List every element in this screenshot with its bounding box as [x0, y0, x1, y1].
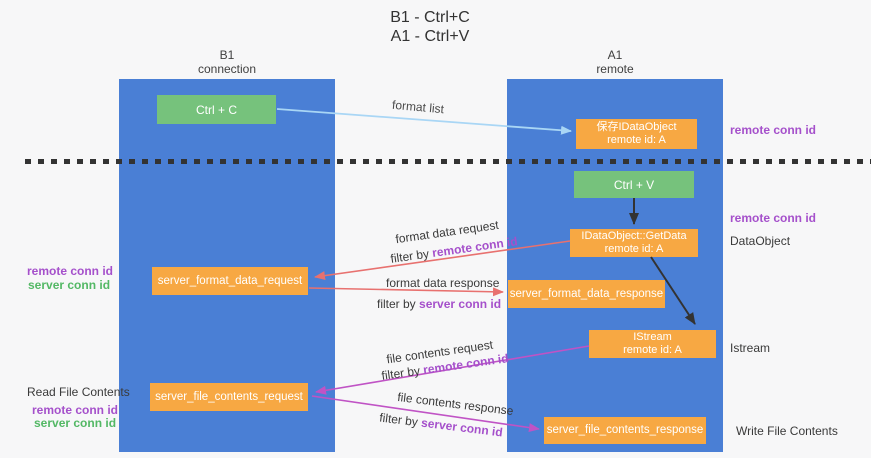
remote-conn-id-label-mid-left: remote conn id: [27, 264, 114, 278]
file-contents-response-filter-label: filter by server conn id: [379, 410, 504, 439]
title-line-1: B1 - Ctrl+C: [390, 9, 470, 26]
idataobject-getdata-box: IDataObject::GetData remote id: A: [570, 229, 698, 257]
server-conn-id-label-mid-left: server conn id: [28, 278, 111, 292]
save-idataobject-line1: 保存IDataObject: [596, 121, 677, 133]
server-file-contents-request-label: server_file_contents_request: [155, 390, 303, 403]
right-column-header: A1 remote: [507, 48, 723, 76]
format-data-response-filter-label: filter by server conn id: [377, 297, 501, 311]
server-conn-id-label-bottom-left: server conn id: [34, 416, 117, 430]
ctrl-v-box: Ctrl + V: [574, 171, 694, 198]
istream-line2: remote id: A: [623, 344, 682, 356]
phase-separator-dashed-line: [25, 159, 871, 164]
getdata-line1: IDataObject::GetData: [581, 230, 687, 242]
left-column-subtitle: connection: [197, 62, 257, 76]
read-file-contents-label: Read File Contents: [27, 385, 130, 399]
right-column-subtitle: remote: [596, 62, 634, 76]
save-idataobject-line2: remote id: A: [607, 134, 666, 146]
dataobject-label: DataObject: [730, 234, 791, 248]
remote-conn-id-label-mid-right: remote conn id: [730, 211, 817, 225]
server-format-data-request-box: server_format_data_request: [152, 267, 308, 295]
server-conn-id-text: server conn id: [420, 415, 504, 440]
server-file-contents-response-label: server_file_contents_response: [546, 424, 704, 436]
title-line-2: A1 - Ctrl+V: [390, 28, 470, 45]
server-file-contents-request-box: server_file_contents_request: [150, 383, 308, 411]
server-format-data-response-label: server_format_data_response: [509, 287, 664, 300]
server-format-data-response-box: server_format_data_response: [508, 280, 665, 308]
getdata-line2: remote id: A: [604, 243, 664, 255]
left-column-header: B1 connection: [119, 48, 335, 76]
right-column-title: A1: [607, 48, 623, 62]
write-file-contents-label: Write File Contents: [736, 424, 838, 438]
server-file-contents-response-box: server_file_contents_response: [544, 417, 706, 444]
remote-conn-id-label-bottom-left: remote conn id: [32, 403, 119, 417]
server-format-data-request-label: server_format_data_request: [157, 274, 303, 287]
filter-by-text: filter by: [378, 410, 419, 430]
left-column-title: B1: [219, 48, 235, 62]
save-idataobject-box: 保存IDataObject remote id: A: [576, 119, 697, 149]
filter-by-text: filter by: [377, 297, 416, 311]
diagram-title: B1 - Ctrl+C A1 - Ctrl+V: [0, 8, 860, 46]
ctrl-c-label: Ctrl + C: [195, 102, 237, 117]
server-conn-id-text: server conn id: [419, 297, 502, 311]
bottom-strip: [0, 458, 871, 467]
istream-box: IStream remote id: A: [589, 330, 716, 358]
ctrl-c-box: Ctrl + C: [157, 95, 276, 124]
ctrl-v-label: Ctrl + V: [613, 177, 655, 192]
istream-line1: IStream: [633, 331, 672, 343]
istream-side-label: Istream: [730, 341, 771, 355]
filter-by-text: filter by: [389, 246, 430, 266]
format-list-label: format list: [391, 97, 445, 117]
remote-conn-id-label-top-right: remote conn id: [730, 123, 817, 137]
format-data-response-label: format data response: [386, 276, 500, 290]
